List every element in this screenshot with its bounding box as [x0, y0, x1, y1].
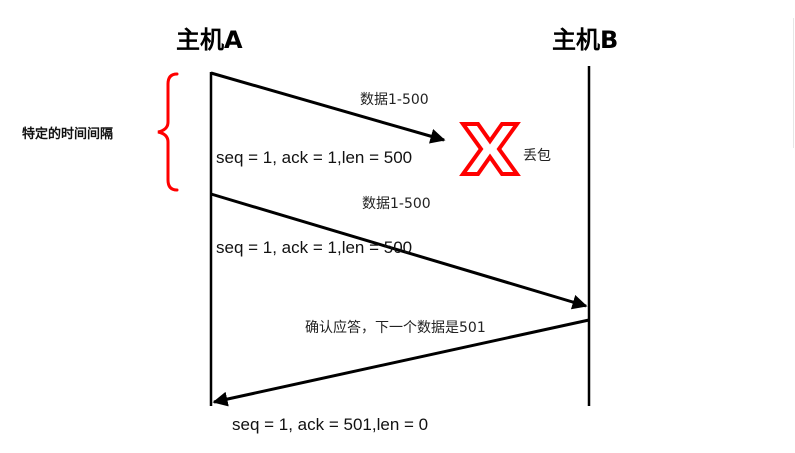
- ack-seq-label: seq = 1, ack = 501,len = 0: [232, 415, 428, 434]
- packet-lost-label: 丢包: [523, 148, 551, 164]
- lost-segment-data-label: 数据1-500: [360, 92, 429, 108]
- retransmit-arrow: [210, 192, 588, 310]
- retransmit-data-label: 数据1-500: [362, 196, 431, 212]
- retransmit-seq-label: seq = 1, ack = 1,len = 500: [216, 238, 412, 257]
- interval-label: 特定的时间间隔: [22, 126, 113, 142]
- host-a-title: 主机A: [176, 26, 243, 54]
- ack-data-label: 确认应答，下一个数据是501: [305, 319, 486, 336]
- lost-segment-arrow: [210, 71, 446, 144]
- packet-lost-x-icon: [459, 122, 521, 176]
- ack-arrow: [212, 318, 590, 407]
- lost-segment-seq-label: seq = 1, ack = 1,len = 500: [216, 148, 412, 167]
- timeout-brace: [157, 72, 179, 192]
- host-b-title: 主机B: [552, 26, 618, 54]
- page-edge-divider: [793, 18, 794, 148]
